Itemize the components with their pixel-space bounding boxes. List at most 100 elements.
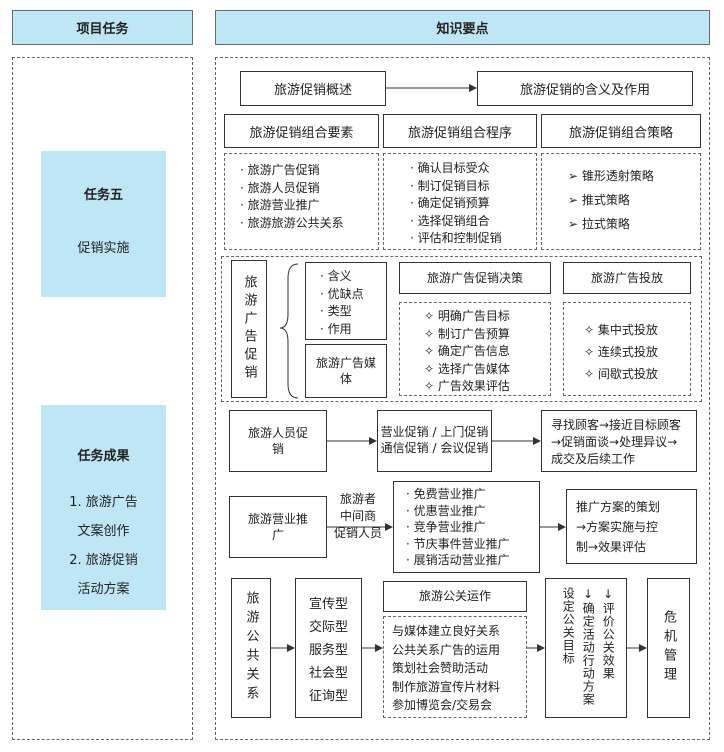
list-item: ✧ 制订广告预算 bbox=[424, 326, 510, 341]
header-right-label: 知识要点 bbox=[436, 22, 489, 37]
list-item: 营业促销 / 上门促销 bbox=[380, 425, 489, 439]
list-item: 制作旅游宣传片材料 bbox=[392, 679, 501, 694]
list-item: · 选择促销组合 bbox=[410, 213, 490, 228]
list-item: ✧ 集中式投放 bbox=[584, 323, 658, 337]
list-item: 策划社会赞助活动 bbox=[392, 661, 489, 675]
list-item: 公共关系广告的运用 bbox=[392, 642, 501, 657]
personal-types-box: 营业促销 / 上门促销 通信促销 / 会议促销 bbox=[377, 410, 492, 472]
ad-placement-title: 旅游广告投放 bbox=[590, 270, 663, 285]
list-item: 交际型 bbox=[308, 620, 348, 635]
list-item: · 评估和控制促销 bbox=[410, 231, 502, 245]
plan-line: →方案实施与控 bbox=[576, 520, 659, 534]
list-item: ✧ 连续式投放 bbox=[584, 345, 658, 359]
list-item: ➢ 推式策略 bbox=[568, 193, 630, 207]
list-item: ✧ 确定广告信息 bbox=[424, 344, 510, 358]
target-label: 促销人员 bbox=[333, 526, 382, 540]
pr-types-box: 宣传型 交际型 服务型 社会型 征询型 bbox=[295, 578, 362, 718]
list-item: ➢ 拉式策略 bbox=[568, 217, 630, 231]
pr-label-box: 旅游公共关系 bbox=[231, 578, 271, 718]
pr-operation-list: 与媒体建立良好关系 公共关系广告的运用 策划社会赞助活动 制作旅游宣传片材料 参… bbox=[383, 616, 527, 718]
list-item: 与媒体建立良好关系 bbox=[392, 624, 501, 638]
list-item: ✧ 选择广告媒体 bbox=[424, 361, 510, 376]
list-item: 社会型 bbox=[308, 666, 348, 681]
combo-strategy-list: ➢ 锥形透射策略 ➢ 推式策略 ➢ 拉式策略 bbox=[541, 153, 701, 250]
combo-elements-title: 旅游促销组合要素 bbox=[249, 125, 354, 141]
overview-target-box: 旅游促销的含义及作用 bbox=[477, 71, 693, 106]
advertising-frame bbox=[221, 256, 702, 402]
list-item: · 制订促销目标 bbox=[410, 178, 490, 193]
advertising-media-box: 旅游广告媒体 bbox=[305, 344, 387, 398]
list-item: · 免费营业推广 bbox=[406, 487, 486, 501]
personal-process-box: 寻找顾客→接近目标顾客 →促销面谈→处理异议→ 成交及后续工作 bbox=[541, 410, 697, 472]
ad-decision-list: ✧ 明确广告目标 ✧ 制订广告预算 ✧ 确定广告信息 ✧ 选择广告媒体 ✧ 广告… bbox=[399, 302, 551, 396]
pr-steps-box: 设定公关目标 ↓确定活动行动方案 ↓评价公关效果 bbox=[545, 578, 627, 718]
combo-procedure-list: · 确认目标受众 · 制订促销目标 · 确定促销预算 · 选择促销组合 · 评估… bbox=[383, 153, 537, 250]
pr-operation-title-box: 旅游公关运作 bbox=[383, 581, 527, 612]
list-item: · 确定促销预算 bbox=[410, 196, 490, 210]
pr-step-1: 设定公关目标 bbox=[561, 587, 576, 665]
sales-promo-plan-box: 推广方案的策划 →方案实施与控 制→效果评估 bbox=[566, 489, 697, 564]
list-item: ➢ 锥形透射策略 bbox=[568, 169, 654, 183]
header-knowledge-points: 知识要点 bbox=[215, 10, 710, 45]
target-label: 旅游者 bbox=[339, 492, 376, 506]
overview-label: 旅游促销概述 bbox=[273, 83, 352, 98]
advertising-media-label: 旅游广告媒体 bbox=[316, 355, 377, 386]
list-item: · 旅游营业推广 bbox=[240, 198, 320, 212]
list-item: ✧ 间歇式投放 bbox=[584, 367, 658, 381]
advertising-label-box: 旅游广告促销 bbox=[231, 260, 267, 398]
plan-line: 推广方案的策划 bbox=[576, 500, 661, 514]
advertising-label: 旅游广告促销 bbox=[241, 275, 257, 383]
task5-box: 任务五 促销实施 bbox=[41, 151, 166, 297]
process-line: →促销面谈→处理异议→ bbox=[551, 435, 678, 449]
list-item: · 含义 bbox=[320, 269, 352, 283]
target-label: 中间商 bbox=[339, 509, 376, 523]
list-item: · 竞争营业推广 bbox=[406, 520, 486, 534]
list-item: · 作用 bbox=[320, 321, 352, 336]
result-item: 2. 旅游促销 bbox=[69, 553, 138, 568]
right-panel-frame bbox=[215, 57, 710, 740]
list-item: 宣传型 bbox=[308, 597, 348, 612]
left-panel-frame bbox=[12, 57, 193, 740]
list-item: · 旅游旅游公共关系 bbox=[240, 215, 344, 230]
ad-placement-list: ✧ 集中式投放 ✧ 连续式投放 ✧ 间歇式投放 bbox=[563, 302, 691, 396]
process-line: 寻找顾客→接近目标顾客 bbox=[551, 418, 682, 432]
result-title: 任务成果 bbox=[77, 449, 130, 464]
header-project-tasks: 项目任务 bbox=[12, 10, 193, 45]
list-item: · 类型 bbox=[320, 304, 352, 318]
combo-elements-title-box: 旅游促销组合要素 bbox=[224, 114, 379, 148]
pr-step-3: ↓评价公关效果 bbox=[601, 587, 616, 680]
ad-placement-title-box: 旅游广告投放 bbox=[563, 262, 691, 294]
list-item: 服务型 bbox=[308, 643, 348, 658]
list-item: · 展销活动营业推广 bbox=[406, 553, 510, 567]
pr-crisis-label: 危机管理 bbox=[661, 610, 676, 686]
list-item: 征询型 bbox=[308, 689, 348, 704]
pr-step-2: ↓确定活动行动方案 bbox=[581, 587, 596, 706]
result-item: 1. 旅游广告 bbox=[69, 495, 138, 510]
sales-promo-label: 旅游营业推广 bbox=[247, 511, 308, 542]
pr-operation-title: 旅游公关运作 bbox=[418, 589, 491, 604]
list-item: · 优惠营业推广 bbox=[406, 503, 486, 518]
pr-crisis-box: 危机管理 bbox=[647, 578, 690, 718]
task5-name: 促销实施 bbox=[77, 241, 130, 256]
overview-target-label: 旅游促销的含义及作用 bbox=[519, 83, 650, 98]
combo-elements-list: · 旅游广告促销 · 旅游人员促销 · 旅游营业推广 · 旅游旅游公共关系 bbox=[224, 153, 379, 250]
ad-decision-title-box: 旅游广告促销决策 bbox=[399, 262, 551, 294]
advertising-aspects-box: · 含义 · 优缺点 · 类型 · 作用 bbox=[305, 262, 387, 340]
result-box: 任务成果 1. 旅游广告 文案创作 2. 旅游促销 活动方案 bbox=[41, 405, 166, 610]
combo-procedure-title: 旅游促销组合程序 bbox=[407, 125, 512, 141]
list-item: ✧ 广告效果评估 bbox=[424, 379, 510, 393]
pr-label: 旅游公共关系 bbox=[243, 591, 259, 705]
plan-line: 制→效果评估 bbox=[576, 540, 647, 554]
list-item: · 优缺点 bbox=[320, 286, 364, 301]
sales-promo-targets: 旅游者 中间商 促销人员 bbox=[328, 491, 388, 542]
overview-box: 旅游促销概述 bbox=[240, 71, 386, 106]
personal-label: 旅游人员促销 bbox=[247, 425, 308, 456]
task5-title: 任务五 bbox=[83, 188, 123, 203]
ad-decision-title: 旅游广告促销决策 bbox=[426, 270, 523, 285]
list-item: · 节庆事件营业推广 bbox=[406, 536, 510, 551]
personal-label-box: 旅游人员促销 bbox=[229, 410, 327, 472]
list-item: 通信促销 / 会议促销 bbox=[380, 441, 489, 456]
combo-strategy-title-box: 旅游促销组合策略 bbox=[541, 114, 701, 148]
list-item: ✧ 明确广告目标 bbox=[424, 309, 510, 323]
